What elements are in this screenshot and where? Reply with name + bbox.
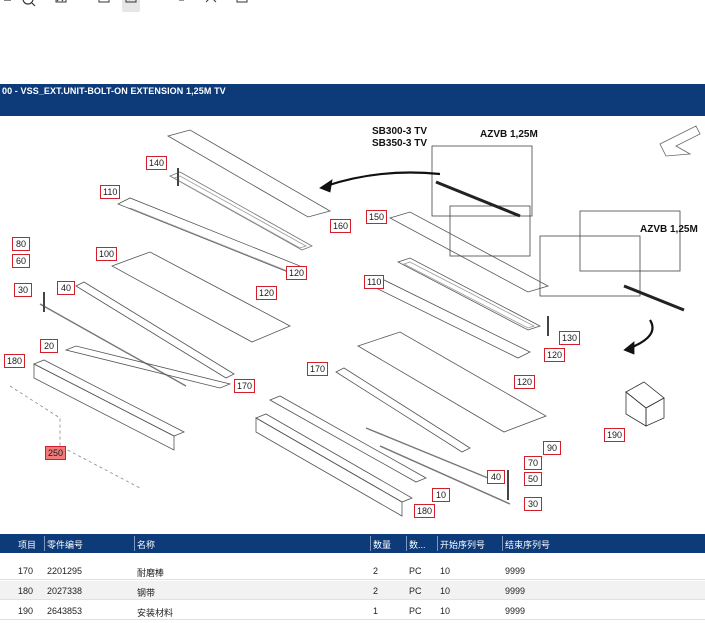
cell-end-serial: 9999 xyxy=(505,586,526,596)
cell-name: 安装材料 xyxy=(137,608,174,618)
cell-item: 170 xyxy=(18,566,34,576)
cell-start-serial: 10 xyxy=(440,606,451,616)
cell-unit: PC xyxy=(409,606,422,616)
image-icon[interactable] xyxy=(52,0,70,12)
cell-name: 钢带 xyxy=(137,588,156,598)
table-row-clipped xyxy=(0,553,705,556)
header-end-serial[interactable]: 结束序列号 xyxy=(505,540,551,550)
cell-qty: 2 xyxy=(373,566,379,576)
cell-qty: 2 xyxy=(373,586,379,596)
callout-20[interactable]: 20 xyxy=(40,339,58,353)
callout-30[interactable]: 30 xyxy=(14,283,32,297)
callout-170[interactable]: 170 xyxy=(307,362,329,376)
export-icon[interactable] xyxy=(122,0,140,12)
azvb-label-right: AZVB 1,25M xyxy=(640,224,698,235)
callout-120[interactable]: 120 xyxy=(286,266,308,280)
machine-label-a: SB300-3 TV xyxy=(372,126,428,137)
callout-10[interactable]: 10 xyxy=(432,488,450,502)
column-divider xyxy=(134,536,135,551)
rotate-icon[interactable] xyxy=(233,0,251,12)
cell-start-serial: 10 xyxy=(440,566,451,576)
cell-part-number: 2027338 xyxy=(47,586,83,596)
cell-qty: 1 xyxy=(373,606,379,616)
callout-110[interactable]: 110 xyxy=(100,185,121,199)
cell-end-serial: 9999 xyxy=(505,606,526,616)
callout-50[interactable]: 50 xyxy=(524,472,542,486)
cell-end-serial: 9999 xyxy=(505,566,526,576)
tree-icon[interactable] xyxy=(170,0,188,12)
column-divider xyxy=(437,536,438,551)
header-unit[interactable]: 数... xyxy=(409,540,426,550)
cell-unit: PC xyxy=(409,566,422,576)
table-row[interactable]: 190 2643853 安装材料 1 PC 10 9999 xyxy=(0,601,705,620)
callout-170[interactable]: 170 xyxy=(234,379,256,393)
zoom-out-icon[interactable] xyxy=(0,0,18,12)
callout-90[interactable]: 90 xyxy=(543,441,561,455)
column-divider xyxy=(370,536,371,551)
cell-start-serial: 10 xyxy=(440,586,451,596)
callout-60[interactable]: 60 xyxy=(12,254,30,268)
callout-180[interactable]: 180 xyxy=(4,354,26,368)
header-part-number[interactable]: 零件编号 xyxy=(47,540,84,550)
column-divider xyxy=(502,536,503,551)
callout-80[interactable]: 80 xyxy=(12,237,30,251)
cell-name: 耐磨棒 xyxy=(137,568,165,578)
column-divider xyxy=(44,536,45,551)
machine-label-b: SB350-3 TV xyxy=(372,138,428,149)
parts-table: 项目 零件编号 名称 数量 数... 开始序列号 结束序列号 170 22012… xyxy=(0,534,705,623)
header-qty[interactable]: 数量 xyxy=(373,540,392,550)
table-row[interactable]: 170 2201295 耐磨棒 2 PC 10 9999 xyxy=(0,561,705,580)
cell-part-number: 2201295 xyxy=(47,566,83,576)
cell-unit: PC xyxy=(409,586,422,596)
callout-120[interactable]: 120 xyxy=(544,348,566,362)
callout-190[interactable]: 190 xyxy=(604,428,626,442)
callout-120[interactable]: 120 xyxy=(514,375,536,389)
table-header: 项目 零件编号 名称 数量 数... 开始序列号 结束序列号 xyxy=(0,534,705,553)
exploded-parts-diagram[interactable]: SB300-3 TV SB350-3 TV AZVB 1,25M AZVB 1,… xyxy=(0,116,705,528)
callout-40[interactable]: 40 xyxy=(57,281,75,295)
callout-150[interactable]: 150 xyxy=(366,210,388,224)
square-icon[interactable] xyxy=(95,0,113,12)
cell-item: 190 xyxy=(18,606,34,616)
cell-part-number: 2643853 xyxy=(47,606,83,616)
diagram-title: 00 - VSS_EXT.UNIT-BOLT-ON EXTENSION 1,25… xyxy=(2,86,226,96)
callout-160[interactable]: 160 xyxy=(330,219,352,233)
header-item[interactable]: 项目 xyxy=(18,540,37,550)
zoom-icon[interactable] xyxy=(20,0,38,12)
toolbar xyxy=(0,0,705,12)
header-start-serial[interactable]: 开始序列号 xyxy=(440,540,486,550)
callout-250-highlighted[interactable]: 250 xyxy=(45,446,67,460)
callout-70[interactable]: 70 xyxy=(524,456,542,470)
callout-120[interactable]: 120 xyxy=(256,286,278,300)
callout-40[interactable]: 40 xyxy=(487,470,505,484)
callout-30[interactable]: 30 xyxy=(524,497,542,511)
column-divider xyxy=(406,536,407,551)
cell-item: 180 xyxy=(18,586,34,596)
azvb-label-top: AZVB 1,25M xyxy=(480,129,538,140)
callout-100[interactable]: 100 xyxy=(96,247,118,261)
fit-icon[interactable] xyxy=(202,0,220,12)
diagram-title-bar: 00 - VSS_EXT.UNIT-BOLT-ON EXTENSION 1,25… xyxy=(0,84,705,116)
part-plate-160 xyxy=(166,129,332,218)
header-name[interactable]: 名称 xyxy=(137,540,156,550)
diagram-drawing xyxy=(9,125,701,517)
callout-140[interactable]: 140 xyxy=(146,156,168,170)
table-row[interactable]: 180 2027338 钢带 2 PC 10 9999 xyxy=(0,581,705,600)
callout-110[interactable]: 110 xyxy=(364,275,385,289)
callout-130[interactable]: 130 xyxy=(559,331,581,345)
callout-180[interactable]: 180 xyxy=(414,504,436,518)
